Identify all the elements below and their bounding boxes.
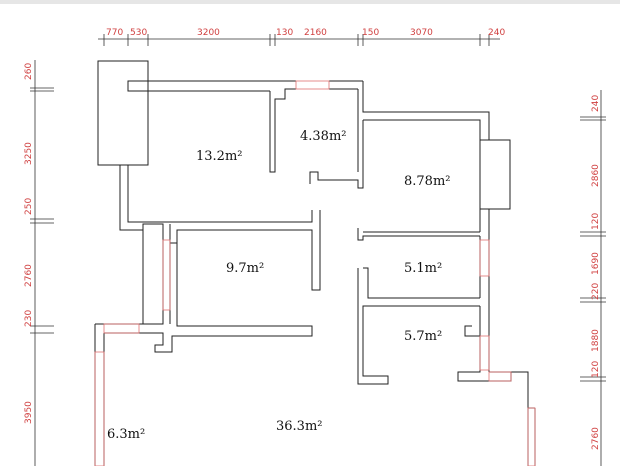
wardrobe bbox=[142, 223, 164, 325]
room-area-label: 5.7m² bbox=[404, 329, 442, 344]
room-area-label: 36.3m² bbox=[276, 419, 322, 434]
left-dim-label: 250 bbox=[24, 198, 34, 215]
right-dim-label: 220 bbox=[591, 283, 601, 300]
window-right-5-7 bbox=[479, 335, 490, 371]
left-dim-label: 3950 bbox=[24, 401, 34, 424]
right-dim-label: 1880 bbox=[591, 329, 601, 352]
window-right-lower bbox=[527, 407, 536, 466]
room-labels: 13.2m² 4.38m² 8.78m² 9.7m² 5.1m² 5.7m² 6… bbox=[107, 129, 450, 442]
window-wardrobe bbox=[162, 239, 171, 311]
right-dim-label: 2760 bbox=[591, 427, 601, 450]
left-dim-label: 260 bbox=[24, 63, 34, 80]
top-dim-label: 240 bbox=[488, 28, 505, 38]
column-block bbox=[97, 60, 149, 166]
walls bbox=[94, 60, 536, 466]
right-dim-label: 120 bbox=[591, 213, 601, 230]
right-dim-label: 2860 bbox=[591, 164, 601, 187]
windows bbox=[94, 80, 536, 466]
right-dimension-labels: 240 2860 120 1690 220 1880 120 2760 bbox=[591, 95, 601, 450]
left-dimension-line bbox=[30, 60, 54, 466]
top-dim-label: 770 bbox=[106, 28, 123, 38]
top-bar bbox=[0, 0, 620, 4]
top-dim-label: 3200 bbox=[197, 28, 220, 38]
top-dim-label: 3070 bbox=[410, 28, 433, 38]
left-dimension-labels: 260 3250 250 2760 230 3950 bbox=[24, 63, 34, 424]
top-dim-label: 2160 bbox=[304, 28, 327, 38]
window-balcony-left bbox=[94, 351, 105, 466]
room-area-label: 5.1m² bbox=[404, 261, 442, 276]
left-dim-label: 230 bbox=[24, 310, 34, 327]
right-dimension-line bbox=[580, 90, 606, 466]
top-dimension-line bbox=[98, 34, 500, 46]
top-dim-label: 150 bbox=[362, 28, 379, 38]
top-dimension-labels: 770 530 3200 130 2160 150 3070 240 bbox=[106, 28, 505, 38]
right-dim-label: 1690 bbox=[591, 252, 601, 275]
right-dim-label: 120 bbox=[591, 361, 601, 378]
room-area-label: 9.7m² bbox=[226, 261, 264, 276]
room-area-label: 13.2m² bbox=[196, 149, 242, 164]
room-area-label: 4.38m² bbox=[300, 129, 346, 144]
right-protrusion bbox=[479, 139, 511, 210]
left-dim-label: 3250 bbox=[24, 142, 34, 165]
left-dim-label: 2760 bbox=[24, 264, 34, 287]
window-top bbox=[295, 80, 330, 90]
window-right-corner bbox=[488, 371, 512, 382]
window-balcony-top bbox=[103, 323, 140, 334]
right-dim-label: 240 bbox=[591, 95, 601, 112]
top-dim-label: 530 bbox=[130, 28, 147, 38]
window-right-5-1 bbox=[479, 239, 490, 277]
room-area-label: 6.3m² bbox=[107, 427, 145, 442]
room-area-label: 8.78m² bbox=[404, 174, 450, 189]
top-dim-label: 130 bbox=[276, 28, 293, 38]
